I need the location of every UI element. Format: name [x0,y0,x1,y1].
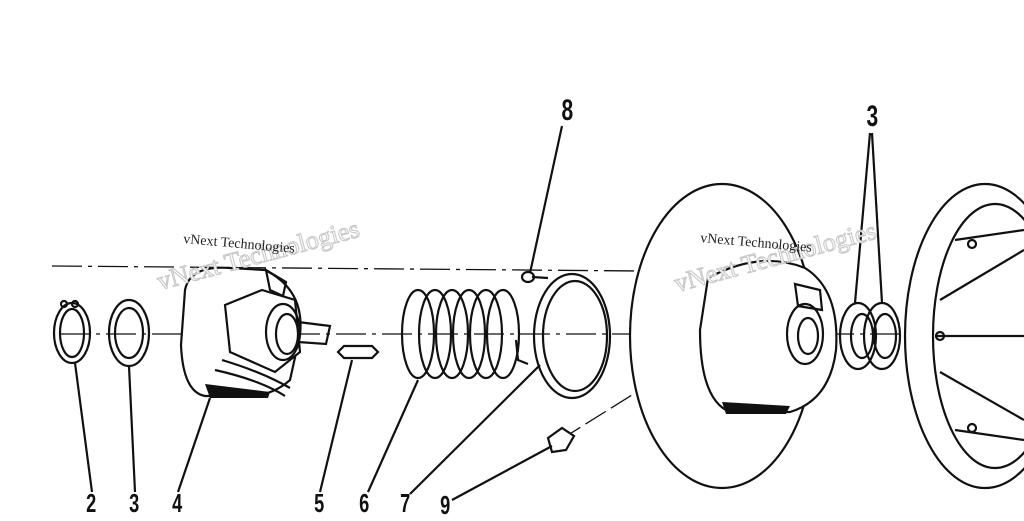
callout-7: 7 [400,488,411,518]
callout-8: 8 [561,94,574,127]
callout-3-right: 3 [866,100,879,133]
callout-2: 2 [86,488,97,518]
part-4-cam-cup [179,266,332,398]
callout-4: 4 [172,488,183,518]
part-8-screw [520,270,549,284]
part-3-washer [107,298,151,368]
sheave-fixed-half [628,182,838,490]
part-5-key [336,344,380,360]
part-7-large-ring [532,272,612,400]
callout-5: 5 [314,488,325,518]
callout-3-left: 3 [129,488,140,518]
part-6-coil-spring [400,288,529,380]
part-2-snap-ring [52,299,92,365]
callout-9: 9 [440,490,451,520]
callout-6: 6 [359,488,370,518]
leader-lines [73,125,884,501]
part-3-bushings [838,301,902,371]
part-9-grease-fitting [546,426,576,454]
sheave-movable-half [903,182,1024,490]
